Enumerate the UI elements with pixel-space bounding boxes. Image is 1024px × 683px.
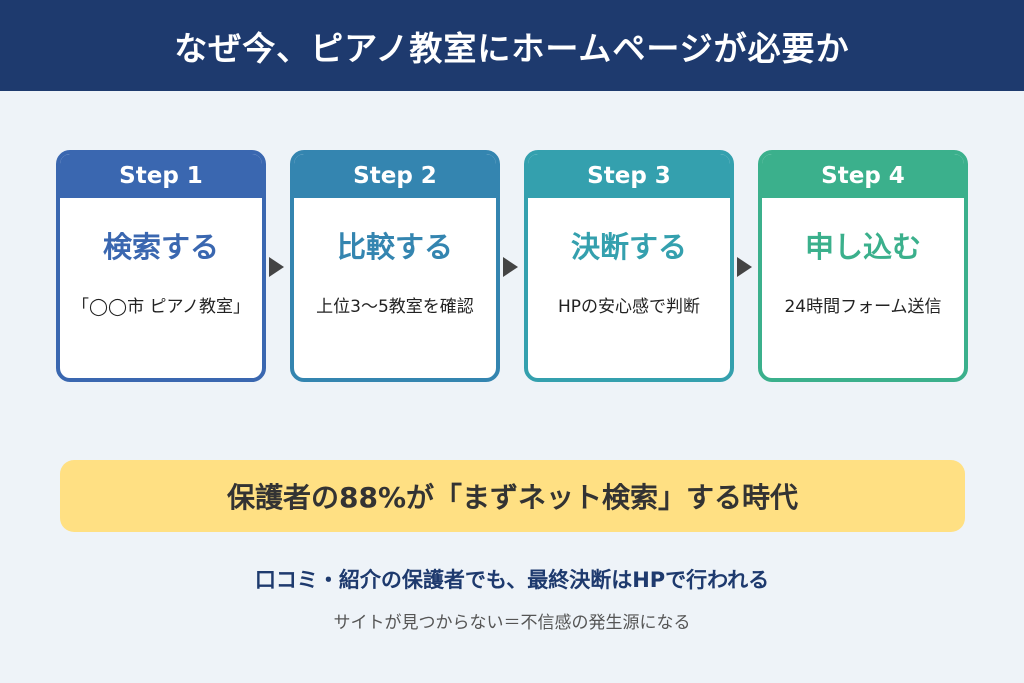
step-card-2: Step 2 比較する 上位3〜5教室を確認 bbox=[290, 150, 500, 382]
step-header-3: Step 3 bbox=[528, 154, 730, 198]
footer-note: サイトが見つからない＝不信感の発生源になる bbox=[333, 613, 691, 633]
arrow-right-icon bbox=[737, 257, 752, 277]
arrow-right-icon bbox=[503, 257, 518, 277]
highlight-banner: 保護者の88%が「まずネット検索」する時代 bbox=[60, 460, 965, 532]
step-title-2: 比較する bbox=[336, 230, 453, 264]
highlight-text: 保護者の88%が「まずネット検索」する時代 bbox=[226, 481, 799, 514]
step-card-1: Step 1 検索する 「◯◯市 ピアノ教室」 bbox=[56, 150, 266, 382]
step-label-3: Step 3 bbox=[587, 163, 671, 189]
step-label-4: Step 4 bbox=[821, 163, 905, 189]
page-title: なぜ今、ピアノ教室にホームページが必要か bbox=[174, 28, 850, 68]
step-desc-1: 「◯◯市 ピアノ教室」 bbox=[72, 297, 250, 317]
step-header-2: Step 2 bbox=[294, 154, 496, 198]
footer-main-message: 口コミ・紹介の保護者でも、最終決断はHPで行われる bbox=[254, 568, 770, 592]
arrow-right-icon bbox=[269, 257, 284, 277]
step-label-2: Step 2 bbox=[353, 163, 437, 189]
step-title-1: 検索する bbox=[102, 230, 219, 264]
step-desc-2: 上位3〜5教室を確認 bbox=[316, 297, 474, 317]
step-title-4: 申し込む bbox=[804, 230, 921, 264]
steps-flow: Step 1 検索する 「◯◯市 ピアノ教室」 Step 2 比較する 上位3〜… bbox=[56, 150, 969, 382]
header-banner: なぜ今、ピアノ教室にホームページが必要か bbox=[0, 0, 1024, 91]
step-card-3: Step 3 決断する HPの安心感で判断 bbox=[524, 150, 734, 382]
step-desc-3: HPの安心感で判断 bbox=[557, 297, 701, 317]
step-card-4: Step 4 申し込む 24時間フォーム送信 bbox=[758, 150, 968, 382]
step-header-1: Step 1 bbox=[60, 154, 262, 198]
step-label-1: Step 1 bbox=[119, 163, 203, 189]
step-desc-4: 24時間フォーム送信 bbox=[784, 297, 942, 317]
step-title-3: 決断する bbox=[570, 230, 687, 264]
step-header-4: Step 4 bbox=[762, 154, 964, 198]
